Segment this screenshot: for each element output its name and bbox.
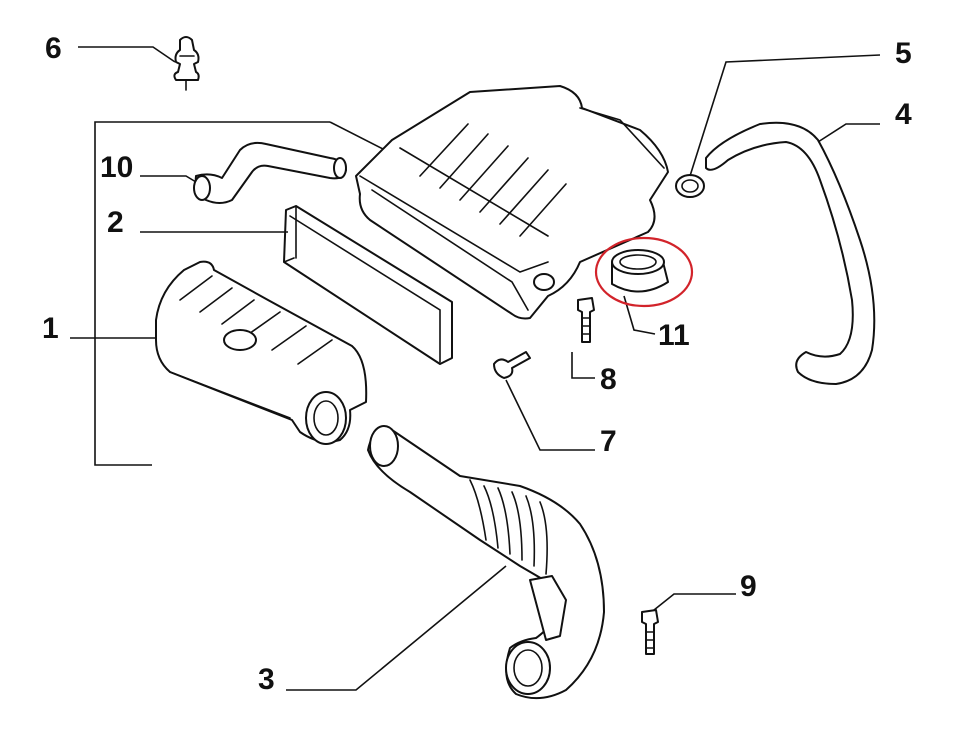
callout-3: 3 — [258, 663, 275, 696]
callout-5: 5 — [895, 37, 912, 70]
callout-1: 1 — [42, 312, 59, 345]
callout-7: 7 — [600, 425, 617, 458]
seal-ring-part-11 — [611, 249, 669, 293]
air-filter-part-2 — [283, 205, 453, 365]
callout-11: 11 — [658, 319, 690, 352]
callout-8: 8 — [600, 363, 617, 396]
push-clip-part-6 — [173, 36, 200, 91]
bolt-part-7 — [493, 351, 531, 379]
small-hose-part-10 — [193, 141, 347, 204]
highlight-circle-part-11 — [594, 236, 694, 308]
bolt-part-8 — [577, 297, 595, 343]
breather-hose-part-4 — [705, 121, 876, 385]
bracket-leader-1 — [70, 121, 386, 466]
airbox-upper-housing — [355, 85, 669, 320]
callout-2: 2 — [107, 206, 124, 239]
airbox-lower-part-1 — [155, 260, 368, 445]
callout-9: 9 — [740, 570, 757, 603]
bolt-part-9 — [641, 609, 659, 655]
intake-duct-part-3 — [367, 425, 605, 700]
hose-clamp-part-5 — [675, 174, 705, 198]
leader-lines — [78, 46, 881, 691]
callout-6: 6 — [45, 32, 62, 65]
callout-10: 10 — [100, 151, 133, 184]
callout-4: 4 — [895, 98, 912, 131]
